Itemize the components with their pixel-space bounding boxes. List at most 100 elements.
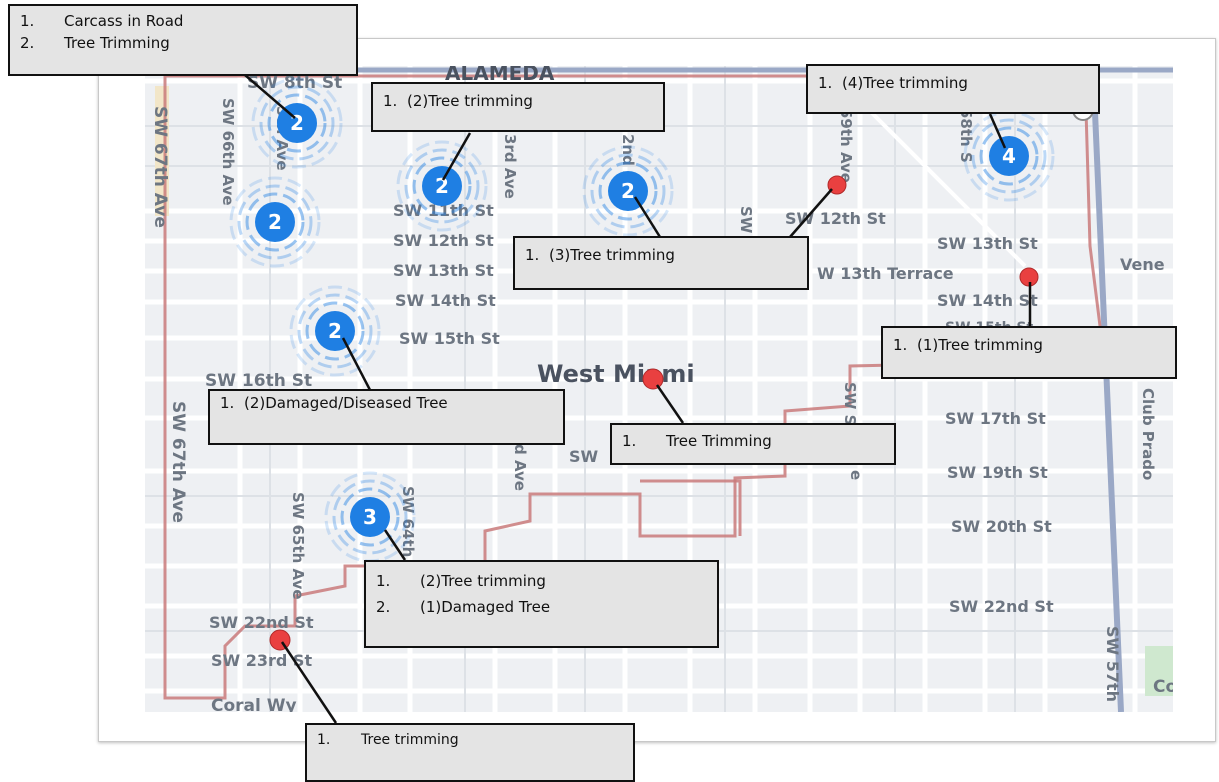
cluster-count: 2 <box>268 210 282 234</box>
cluster-marker[interactable]: 2 <box>582 145 674 237</box>
cluster-marker[interactable]: 3 <box>324 471 416 563</box>
street-rd-ave: d Ave <box>511 444 529 491</box>
street-sw64: SW 64th <box>399 486 417 557</box>
street-59th-ave: 59th Ave <box>837 108 855 183</box>
callout-row: 1. (2)Damaged/Diseased Tree <box>220 394 553 413</box>
callout-row: 1. (3)Tree trimming <box>525 244 797 266</box>
street-sw13-west: SW 13th St <box>393 261 494 280</box>
callout-row: 1. Carcass in Road <box>20 10 346 32</box>
callout-box-f: 1. (2)Damaged/Diseased Tree <box>208 389 565 445</box>
street-sw22-west: SW 22nd St <box>209 613 314 632</box>
callout-box-e: 1.(1)Tree trimming <box>881 326 1177 379</box>
cluster-marker[interactable]: 2 <box>396 140 488 232</box>
callout-number: 2. <box>20 34 35 52</box>
cluster-dot <box>350 497 390 537</box>
cluster-count: 2 <box>435 174 449 198</box>
street-sw-fragment: SW <box>569 447 599 466</box>
street-alameda: ALAMEDA <box>445 66 555 85</box>
street-coral-wy: Coral Wy <box>211 696 297 712</box>
callout-box-a: 1. Carcass in Road 2. Tree Trimming <box>8 4 358 76</box>
street-sw11: SW 11th St <box>393 201 494 220</box>
cluster-count: 3 <box>363 505 377 529</box>
street-sw16: SW 16th St <box>205 371 312 391</box>
street-58th: 58th S <box>957 108 975 163</box>
callout-row: 1. (2)Tree trimming <box>383 90 653 112</box>
callout-number: 2. <box>376 598 391 616</box>
cluster-dot <box>989 136 1029 176</box>
street-club-prado: Club Prado <box>1139 388 1157 480</box>
callout-text: Tree Trimming <box>666 432 772 450</box>
street-vene: Vene <box>1120 255 1165 274</box>
place-label-west-miami: West Miami <box>537 360 695 388</box>
callout-box-i: 1. Tree trimming <box>305 723 635 782</box>
street-sw19: SW 19th St <box>947 463 1048 482</box>
callout-box-b: 1. (2)Tree trimming <box>371 82 665 132</box>
callout-box-h: 1. (2)Tree trimming 2. (1)Damaged Tree <box>364 560 719 648</box>
boundary-inner <box>640 479 742 536</box>
callout-row: 1.(1)Tree trimming <box>893 334 1165 356</box>
callout-number: 1. <box>383 92 398 110</box>
callout-text: Tree trimming <box>361 732 459 748</box>
street-sw22-east: SW 22nd St <box>949 597 1054 616</box>
cluster-layer: 2 2 2 2 4 2 3 <box>229 77 1055 563</box>
cluster-count: 2 <box>621 179 635 203</box>
street-sw13-east: SW 13th St <box>937 234 1038 253</box>
callout-number: 1. <box>525 246 540 264</box>
callout-number: 1. <box>317 732 331 748</box>
street-sw17: SW 17th St <box>945 409 1046 428</box>
street-sw67-top: SW 67th Ave <box>150 106 170 228</box>
callout-text: (4)Tree trimming <box>842 74 968 92</box>
callout-text: (1)Damaged Tree <box>420 598 551 616</box>
callout-box-d: 1. (3)Tree trimming <box>513 236 809 290</box>
street-sw66: SW 66th Ave <box>219 98 237 206</box>
callout-box-g: 1. Tree Trimming <box>610 423 896 465</box>
callout-text: (1)Tree trimming <box>917 336 1043 354</box>
street-sw20: SW 20th St <box>951 517 1052 536</box>
street-sw23: SW 23rd St <box>211 651 312 670</box>
street-sw-vertical: SW <box>737 206 755 234</box>
callout-text: (3)Tree trimming <box>549 246 675 264</box>
cluster-dot <box>277 103 317 143</box>
callout-number: 1. <box>20 12 35 30</box>
cluster-marker[interactable]: 2 <box>251 77 343 169</box>
callout-row: 2. Tree Trimming <box>20 32 346 54</box>
callout-text: (2)Damaged/Diseased Tree <box>244 394 448 412</box>
street-e-fragment: e <box>847 470 865 480</box>
callout-row: 1. (2)Tree trimming <box>376 568 707 594</box>
callout-box-c: 1. (4)Tree trimming <box>806 64 1100 114</box>
callout-text: Tree Trimming <box>64 34 170 52</box>
callout-number: 1. <box>818 74 833 92</box>
street-62nd-ave: 2nd A <box>619 134 637 183</box>
street-sw8: SW 8th St <box>247 73 342 93</box>
park-area <box>1145 646 1173 696</box>
highway-sw57 <box>1090 66 1124 712</box>
callout-row: 1. Tree trimming <box>317 729 623 751</box>
callout-number: 1. <box>622 432 637 450</box>
callout-text: Carcass in Road <box>64 12 184 30</box>
street-sw13-terrace: W 13th Terrace <box>817 264 954 283</box>
callout-row: 1. Tree Trimming <box>622 430 884 452</box>
map-pin-west-miami[interactable] <box>642 368 664 390</box>
street-63rd-ave: 3rd Ave <box>501 134 519 199</box>
cluster-dot <box>422 166 462 206</box>
callout-row: 1. (4)Tree trimming <box>818 72 1088 94</box>
street-sw15-west: SW 15th St <box>399 329 500 348</box>
callout-row: 2. (1)Damaged Tree <box>376 594 707 620</box>
cluster-dot <box>255 202 295 242</box>
street-sw14-west: SW 14th St <box>395 291 496 310</box>
callout-text: (2)Tree trimming <box>420 572 546 590</box>
cluster-marker[interactable]: 2 <box>229 176 321 268</box>
callout-text: (2)Tree trimming <box>407 92 533 110</box>
cluster-marker[interactable]: 4 <box>963 110 1055 202</box>
street-sw14-east: SW 14th St <box>937 291 1038 310</box>
street-sw67-bottom: SW 67th Ave <box>168 401 188 523</box>
callout-number: 1. <box>376 572 391 590</box>
street-sw-s-vertical: SW S <box>841 382 859 425</box>
cluster-count: 2 <box>328 319 342 343</box>
callout-number: 1. <box>220 394 235 412</box>
street-co-fragment: Co <box>1153 677 1173 697</box>
street-sw65-bottom: SW 65th Ave <box>289 492 307 600</box>
cluster-count: 4 <box>1002 144 1016 168</box>
street-sw57: SW 57th <box>1103 626 1122 702</box>
